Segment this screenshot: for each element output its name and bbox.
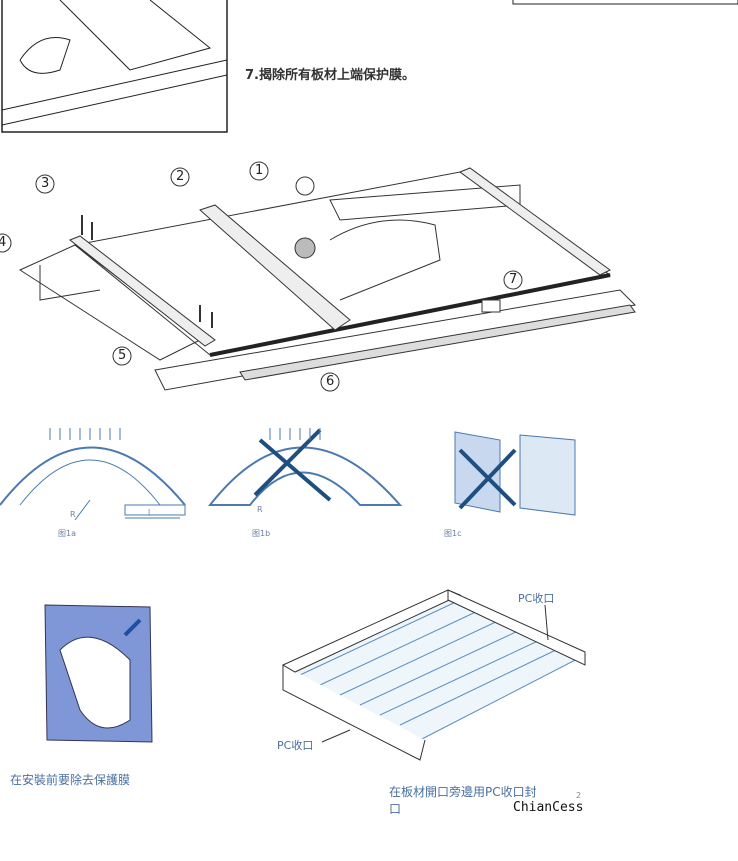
caption-remove-film: 在安裝前要除去保護膜 — [10, 773, 131, 787]
callout-4: 4 — [0, 235, 7, 250]
watermark: ChianCess — [513, 800, 584, 815]
figure-1b-label: 图1b — [252, 529, 271, 538]
step-7-instruction: 7.揭除所有板材上端保护膜。 — [245, 68, 415, 83]
r-label-a: R — [70, 510, 76, 519]
callout-5: 5 — [118, 348, 127, 363]
film-peel-illustration — [1, 0, 228, 133]
callout-2: 2 — [176, 169, 185, 184]
callout-3: 3 — [41, 176, 50, 191]
pc-label-top: PC收口 — [518, 592, 555, 605]
pc-label-left: PC收口 — [277, 739, 314, 752]
l-label: l — [148, 508, 151, 517]
pc-end-cap-illustration — [281, 589, 587, 761]
page-number: 2 — [576, 791, 582, 800]
table-fragment — [512, 0, 738, 5]
figure-1a — [0, 428, 186, 521]
callout-6: 6 — [326, 374, 335, 389]
figure-1c-label: 图1c — [444, 529, 462, 538]
figure-1b — [207, 428, 403, 506]
callout-1: 1 — [255, 163, 264, 178]
callout-7: 7 — [509, 272, 518, 287]
caption-seal-line2: 口 — [389, 802, 402, 816]
protective-film-illustration — [44, 604, 153, 743]
callout-circles — [0, 161, 523, 392]
installation-diagram — [18, 167, 637, 391]
r-label-b: R — [257, 505, 263, 514]
figure-1c — [454, 431, 576, 516]
caption-seal-line1: 在板材開口旁邊用PC收口封 — [389, 785, 537, 799]
figure-1a-label: 图1a — [58, 529, 76, 538]
